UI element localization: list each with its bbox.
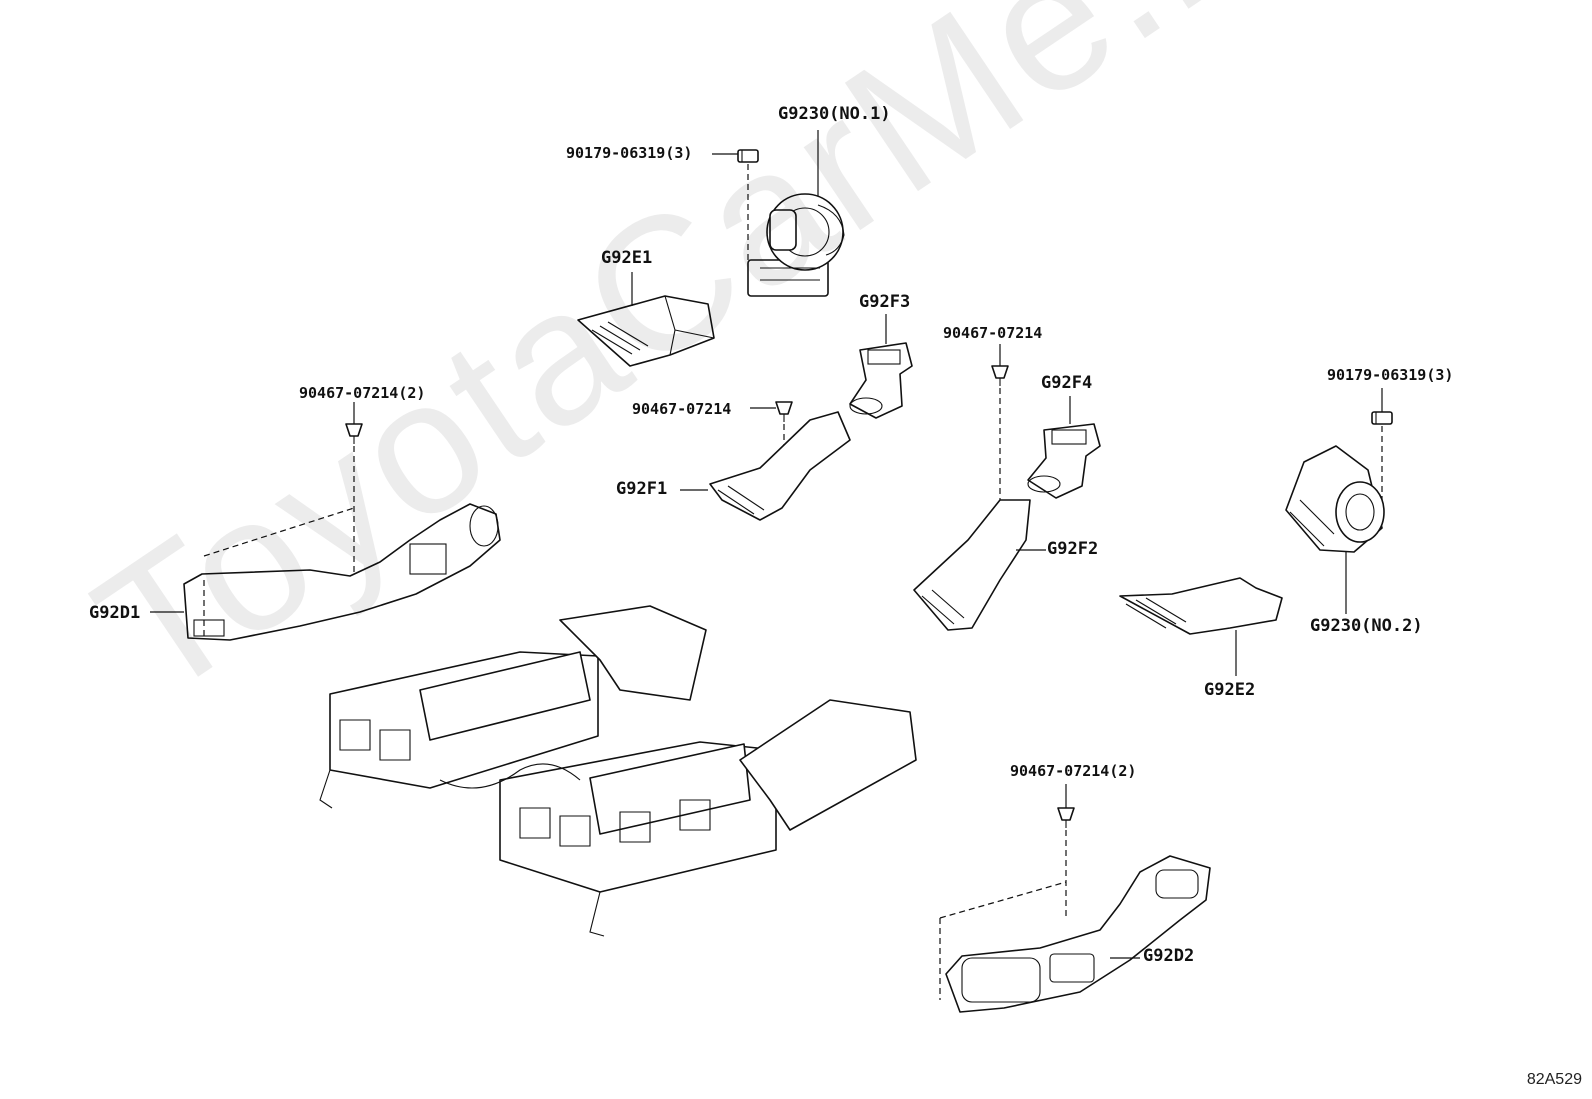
clip-f1[interactable] — [775, 401, 793, 422]
duct-g92f2[interactable] — [913, 499, 1031, 631]
duct-g92f1[interactable] — [709, 411, 851, 521]
blower-motor-no1[interactable] — [747, 193, 845, 297]
duct-g92d2[interactable] — [945, 855, 1211, 1013]
blower-motor-no2[interactable] — [1285, 445, 1385, 553]
duct-g92d1[interactable] — [183, 503, 501, 641]
label-bolt-right: 90179-06319(3) — [1327, 366, 1454, 384]
duct-g92f3[interactable] — [849, 342, 913, 419]
hybrid-battery-assembly — [319, 605, 917, 937]
label-g92e1: G92E1 — [601, 248, 653, 268]
label-clip-lower-right: 90467-07214(2) — [1010, 762, 1137, 780]
duct-g92e1[interactable] — [577, 295, 715, 367]
label-g92d2: G92D2 — [1143, 946, 1195, 966]
bolt-90179-right[interactable] — [1371, 411, 1393, 425]
duct-g92f4[interactable] — [1027, 423, 1101, 499]
label-g92f3: G92F3 — [859, 292, 911, 312]
label-clip-center-top: 90467-07214 — [943, 324, 1043, 342]
clip-left-upper[interactable] — [345, 423, 363, 444]
reference-code: 82A529 — [1526, 1071, 1582, 1088]
label-g92f2: G92F2 — [1047, 539, 1099, 559]
label-g92d1: G92D1 — [89, 603, 141, 623]
label-g9230-no2: G9230(NO.2) — [1310, 616, 1423, 636]
label-g92f4: G92F4 — [1041, 373, 1093, 393]
label-g9230-no1: G9230(NO.1) — [778, 104, 891, 124]
label-bolt-top-left: 90179-06319(3) — [566, 144, 693, 162]
clip-lower-right[interactable] — [1057, 807, 1075, 828]
label-clip-f1: 90467-07214 — [632, 400, 732, 418]
label-g92f1: G92F1 — [616, 479, 668, 499]
bolt-90179-top[interactable] — [737, 149, 759, 163]
label-clip-left-upper: 90467-07214(2) — [299, 384, 426, 402]
duct-g92e2[interactable] — [1119, 577, 1283, 635]
label-g92e2: G92E2 — [1204, 680, 1256, 700]
clip-center-top[interactable] — [991, 365, 1009, 386]
